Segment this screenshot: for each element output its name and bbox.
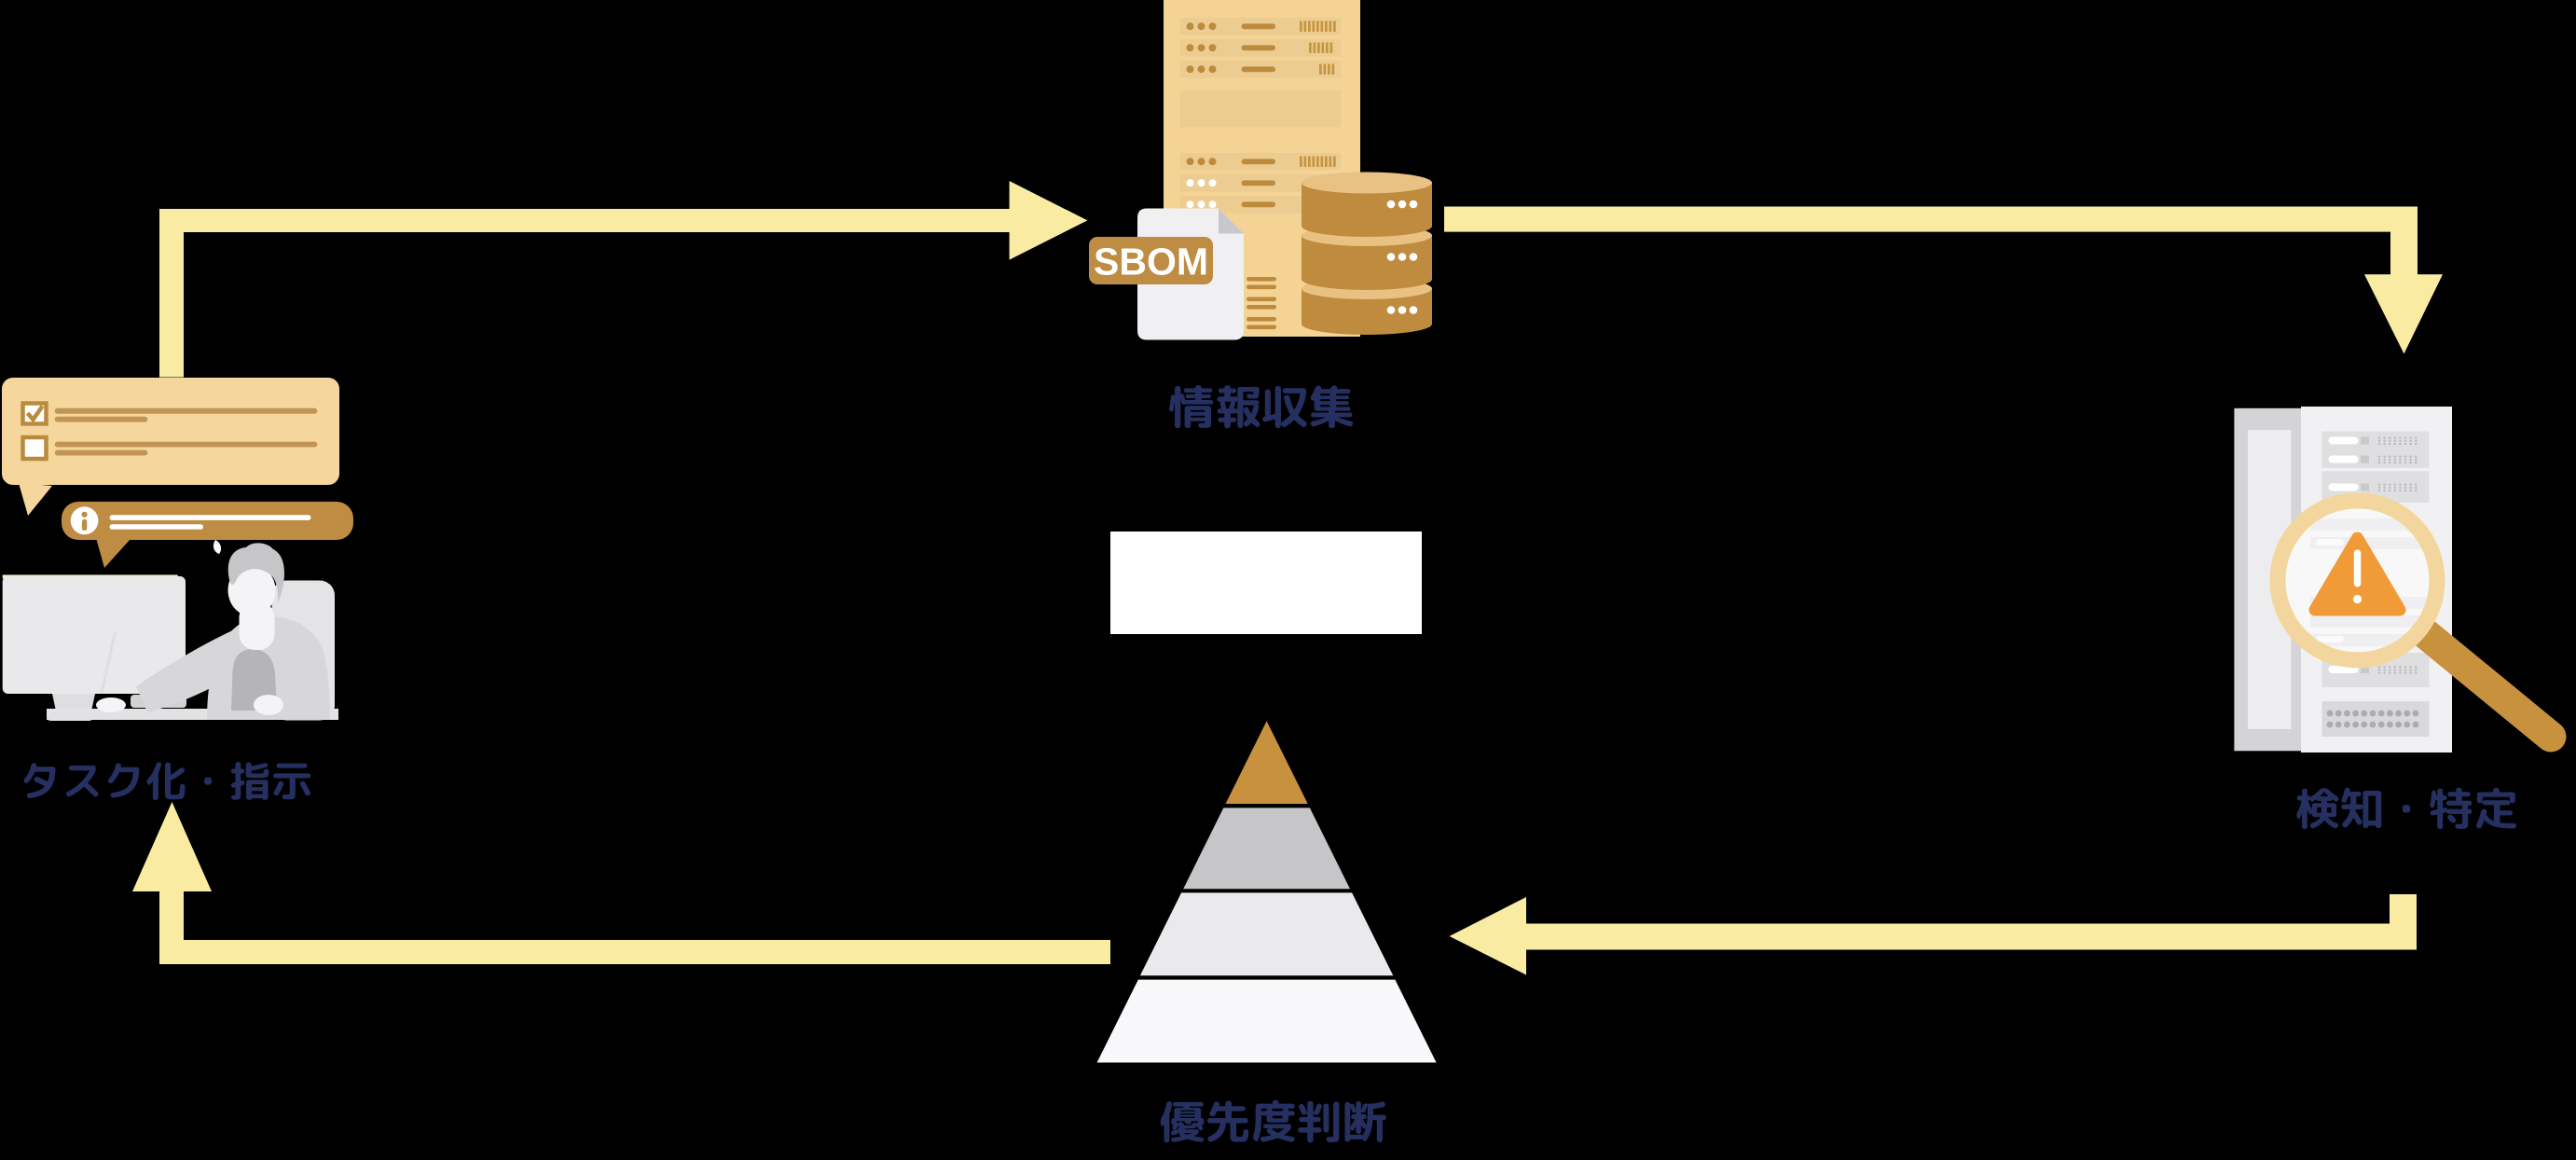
svg-text:SBOM: SBOM xyxy=(1094,241,1208,283)
